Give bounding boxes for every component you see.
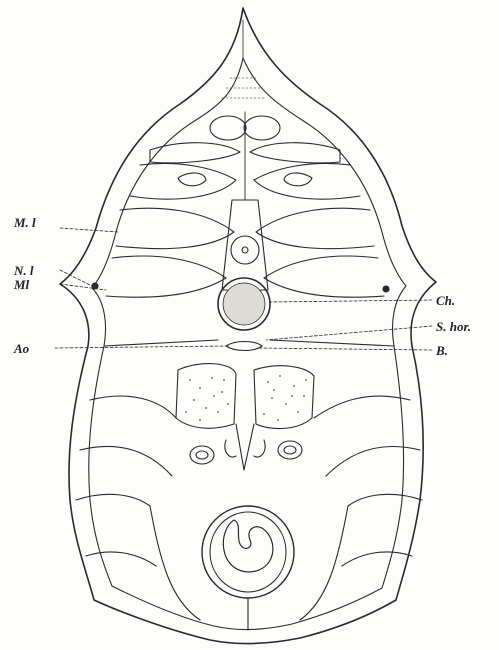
kidney-right bbox=[254, 366, 314, 429]
label-s-hor: S. hor. bbox=[436, 320, 471, 333]
duct-right-inner bbox=[284, 446, 296, 454]
duct-right bbox=[278, 441, 302, 459]
lower-myotome-right-2 bbox=[326, 446, 420, 476]
label-nl: N. l bbox=[14, 264, 34, 277]
eye-shape-right bbox=[284, 173, 312, 186]
lower-myotome-left-1 bbox=[90, 396, 176, 418]
dorsal-cavity-right bbox=[244, 116, 280, 140]
spinal-cord bbox=[231, 236, 259, 264]
gonad-right bbox=[254, 440, 265, 457]
myotome-left-1 bbox=[130, 163, 236, 199]
myotome-left-2 bbox=[116, 208, 234, 248]
spinal-canal bbox=[242, 247, 248, 253]
gut-lumen bbox=[223, 520, 273, 572]
kidney-left bbox=[176, 364, 236, 429]
mesentery bbox=[236, 424, 254, 470]
lower-myotome-left-4 bbox=[86, 552, 156, 566]
duct-left bbox=[190, 446, 214, 464]
duct-left-inner bbox=[196, 451, 208, 459]
horizontal-septum bbox=[104, 340, 394, 346]
gut-outer bbox=[202, 506, 294, 598]
label-ml-upper: M. l bbox=[14, 216, 36, 229]
label-b: B. bbox=[436, 344, 448, 357]
myotome-left-3 bbox=[106, 256, 226, 297]
ventral-segment-right bbox=[300, 506, 348, 620]
label-ao: Ao bbox=[14, 342, 29, 355]
dorsal-fin-fibres bbox=[222, 78, 264, 98]
label-ml-lower: Ml bbox=[14, 278, 29, 291]
lower-myotome-left-3 bbox=[76, 494, 150, 506]
gonad-left bbox=[225, 440, 236, 457]
dorsal-cavity-left bbox=[210, 116, 246, 140]
lower-myotome-left-2 bbox=[80, 446, 172, 476]
label-ch: Ch. bbox=[436, 294, 455, 307]
lower-myotome-right-3 bbox=[348, 494, 422, 506]
myotome-right-3 bbox=[264, 256, 384, 297]
ventral-segment-left bbox=[150, 506, 200, 620]
lower-myotome-right-1 bbox=[314, 396, 410, 418]
myotome-right-2 bbox=[256, 208, 374, 248]
lateral-nerve-right bbox=[383, 286, 389, 292]
gut-wall bbox=[210, 512, 286, 592]
notochord bbox=[223, 283, 265, 325]
neural-column bbox=[222, 200, 268, 290]
upper-segment-1r bbox=[250, 143, 340, 163]
lower-myotome-right-4 bbox=[342, 552, 412, 566]
eye-shape-left bbox=[178, 173, 206, 186]
kidney-stipple bbox=[185, 375, 307, 421]
upper-segment-1 bbox=[150, 143, 240, 163]
myotome-right-1 bbox=[254, 163, 360, 199]
aorta bbox=[226, 342, 262, 351]
